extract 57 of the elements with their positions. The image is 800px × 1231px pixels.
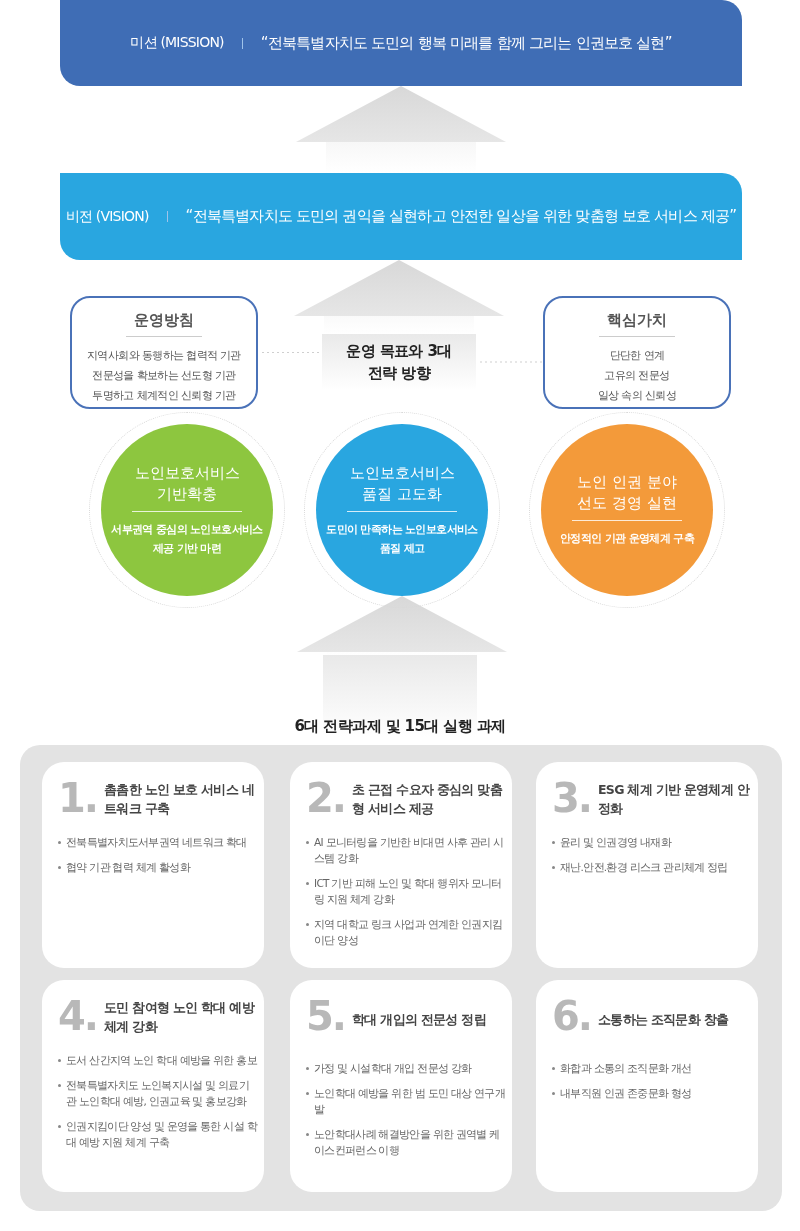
- statement-band: [60, 173, 742, 260]
- list-item: 단단한 연계: [609, 348, 665, 363]
- task-item: 노안학대사례 해결방안을 위한 권역별 케이스컨퍼런스 이행: [314, 1127, 501, 1158]
- info-box: [70, 296, 258, 409]
- circle-description: 서부권역 중심의 노인보호서비스 제공 기반 마련: [110, 521, 264, 556]
- task-card: [536, 762, 758, 968]
- circle-title: 노인보호서비스 기반확충: [133, 462, 241, 505]
- task-item: ICT 기반 피해 노인 및 학대 행위자 모니터링 지원 체계 강화: [314, 876, 503, 907]
- task-number: 1.: [58, 776, 98, 820]
- circle-description: 도민이 만족하는 노인보호서비스 품질 제고: [325, 521, 479, 556]
- circle-description: 안정적인 기관 운영체계 구축: [559, 531, 696, 546]
- band-statement: “전북특별자치도 도민의 권익을 실현하고 안전한 일상을 위한 맞춤형 보호 서비스 제공”: [185, 207, 737, 226]
- task-card: [42, 762, 264, 968]
- task-title: 소통하는 조직문화 창출: [598, 1011, 730, 1029]
- task-item: 재난.안전.환경 리스크 관리체계 정립: [560, 860, 728, 875]
- statement-band: [60, 0, 742, 86]
- task-number: 5.: [306, 994, 346, 1038]
- list-item: 일상 속의 신뢰성: [597, 388, 677, 403]
- task-item: 협약 기관 협력 체계 활성화: [66, 860, 190, 875]
- circle-title: 노인보호서비스 품질 고도화: [348, 462, 456, 505]
- task-card: [42, 980, 264, 1192]
- task-title: 초 근접 수요자 중심의 맞춤형 서비스 제공: [352, 781, 504, 818]
- list-item: 투명하고 체계적인 신뢰형 기관: [92, 388, 236, 403]
- circle-title: 노인 인권 분야 선도 경영 실현: [576, 472, 678, 514]
- task-item: 전북특별자치도서부권역 네트워크 확대: [66, 835, 247, 850]
- list-item: 전문성을 확보하는 선도형 기관: [92, 368, 236, 383]
- task-item: 인권지킴이단 양성 및 운영을 통한 시설 학대 예방 지원 체계 구축: [66, 1119, 258, 1150]
- box-heading: 핵심가치: [599, 311, 675, 337]
- task-title: 학대 개입의 전문성 정립: [352, 1011, 487, 1029]
- task-item: 윤리 및 인권경영 내재화: [560, 835, 671, 850]
- task-item: 도서 산간지역 노인 학대 예방을 위한 홍보: [66, 1053, 257, 1068]
- task-item: 전북특별자치도 노인복지시설 및 의료기관 노인학대 예방, 인권교육 및 홍보강화: [66, 1078, 250, 1109]
- task-item: AI 모니터링을 기반한 비대면 사후 관리 시스템 강화: [314, 835, 505, 866]
- task-title: 도민 참여형 노인 학대 예방 체계 강화: [104, 999, 256, 1036]
- band-statement: “전북특별자치도 도민의 행복 미래를 함께 그리는 인권보호 실현”: [260, 33, 672, 53]
- band-label: 미션 (MISSION): [130, 34, 224, 52]
- task-item: 노인학대 예방을 위한 범 도민 대상 연구개발: [314, 1086, 506, 1117]
- task-item: 가정 및 시설학대 개입 전문성 강화: [314, 1061, 472, 1076]
- task-item: 화합과 소통의 조직문화 개선: [560, 1061, 692, 1076]
- box-heading: 운영방침: [126, 311, 202, 337]
- task-card: [290, 762, 512, 968]
- band-label: 비전 (VISION): [65, 207, 149, 226]
- task-card: [290, 980, 512, 1192]
- arrow: [297, 596, 507, 655]
- task-number: 3.: [552, 776, 592, 820]
- task-item: 지역 대학교 링크 사업과 연계한 인권지킴이단 양성: [314, 917, 504, 948]
- task-title: 촘촘한 노인 보호 서비스 네트워크 구축: [104, 781, 255, 818]
- info-box: [543, 296, 731, 409]
- task-number: 6.: [552, 994, 592, 1038]
- task-number: 4.: [58, 994, 98, 1038]
- panel-background: [20, 745, 782, 1211]
- task-card: [536, 980, 758, 1192]
- task-item: 내부직원 인권 존중문화 형성: [560, 1086, 692, 1101]
- task-title: ESG 체계 기반 운영체계 안정화: [598, 781, 751, 818]
- list-item: 고유의 전문성: [604, 368, 670, 383]
- task-number: 2.: [306, 776, 346, 820]
- list-item: 지역사회와 동행하는 협력적 기관: [87, 348, 241, 363]
